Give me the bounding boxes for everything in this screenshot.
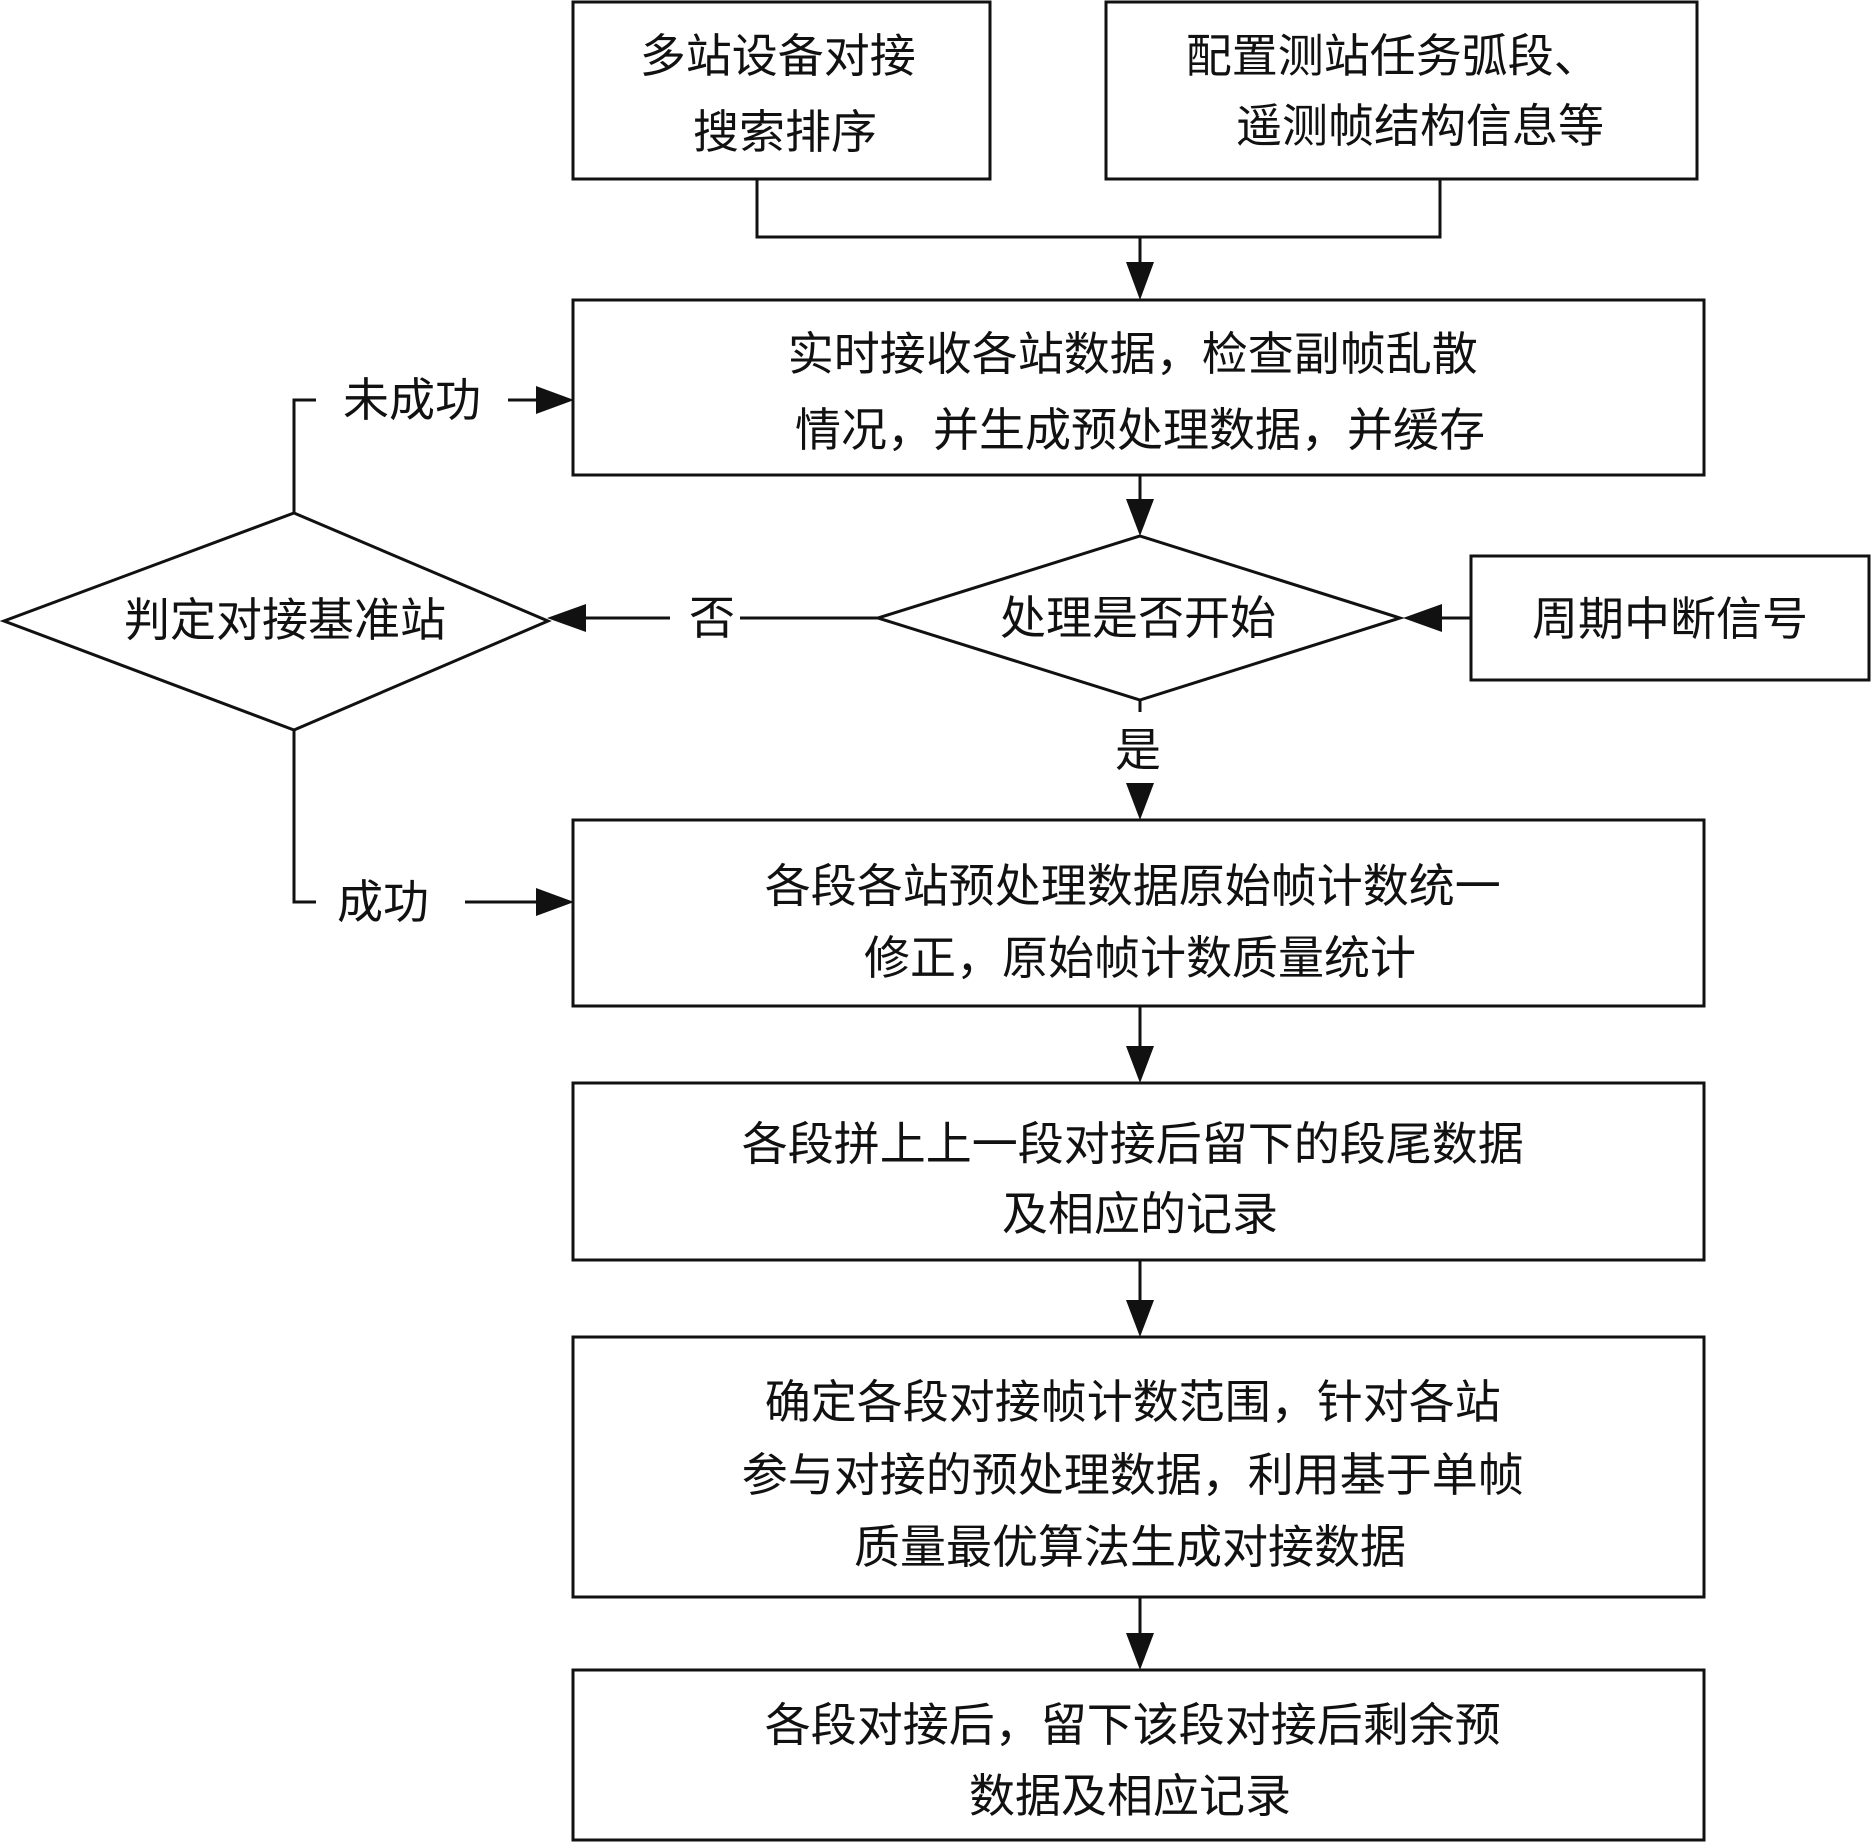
node-config-info-box xyxy=(1104,0,1699,181)
arrowhead-range xyxy=(1126,1300,1154,1337)
arrowhead-splice xyxy=(1126,1046,1154,1083)
node-determine-range-line-2: 参与对接的预处理数据，利用基于单帧 xyxy=(742,1448,1524,1502)
node-processing-start-diamond xyxy=(872,534,1405,702)
connector-success-path xyxy=(292,730,316,904)
connector-sort-to-merge xyxy=(755,180,1442,239)
node-determine-range-text: 确定各段对接帧计数范围，针对各站 参与对接的预处理数据，利用基于单帧 质量最优算… xyxy=(742,1375,1539,1574)
node-splice-tail-line-1: 各段拼上上一段对接后留下的段尾数据 xyxy=(742,1117,1524,1171)
node-judge-station: 判定对接基准站 xyxy=(0,511,552,732)
node-frame-count-correction: 各段各站预处理数据原始帧计数统一 修正，原始帧计数质量统计 xyxy=(571,818,1706,1008)
node-periodic-interrupt: 周期中断信号 xyxy=(1469,554,1871,682)
node-config-info: 配置测站任务弧段、 遥测帧结构信息等 xyxy=(1104,0,1699,181)
node-periodic-interrupt-text: 周期中断信号 xyxy=(1532,592,1808,646)
node-remaining-data-text: 各段对接后，留下该段对接后剩余预 数据及相应记录 xyxy=(765,1698,1516,1823)
node-judge-station-diamond xyxy=(0,511,552,732)
node-determine-range: 确定各段对接帧计数范围，针对各站 参与对接的预处理数据，利用基于单帧 质量最优算… xyxy=(571,1335,1706,1599)
node-realtime-receive-line-2: 情况，并生成预处理数据，并缓存 xyxy=(795,403,1485,457)
node-splice-tail-line-2: 及相应的记录 xyxy=(1002,1187,1278,1241)
node-remaining-data-box xyxy=(571,1668,1706,1842)
arrowheads xyxy=(536,262,1442,1670)
edge-label-success: 成功 xyxy=(337,875,429,929)
node-multi-station-sort-line-2: 搜索排序 xyxy=(693,105,877,159)
node-determine-range-box xyxy=(571,1335,1706,1599)
node-realtime-receive: 实时接收各站数据，检查副帧乱散 情况，并生成预处理数据，并缓存 xyxy=(571,298,1706,477)
node-judge-station-line-1: 判定对接基准站 xyxy=(124,593,446,647)
node-periodic-interrupt-box xyxy=(1469,554,1871,682)
edge-label-no: 否 xyxy=(689,591,735,645)
arrowhead-receive xyxy=(1126,262,1154,300)
node-config-info-line-1: 配置测站任务弧段、 xyxy=(1186,29,1600,83)
arrowhead-judge xyxy=(547,604,586,632)
arrowhead-interrupt xyxy=(1403,604,1442,632)
node-realtime-receive-line-1: 实时接收各站数据，检查副帧乱散 xyxy=(788,327,1478,381)
node-splice-tail: 各段拼上上一段对接后留下的段尾数据 及相应的记录 xyxy=(571,1081,1706,1262)
node-periodic-interrupt-line-1: 周期中断信号 xyxy=(1532,592,1808,646)
arrowhead-correction xyxy=(1126,783,1154,820)
node-frame-count-correction-text: 各段各站预处理数据原始帧计数统一 修正，原始帧计数质量统计 xyxy=(765,859,1516,985)
node-frame-count-correction-line-1: 各段各站预处理数据原始帧计数统一 xyxy=(765,859,1501,913)
node-processing-start-line-1: 处理是否开始 xyxy=(1000,591,1276,645)
node-determine-range-line-1: 确定各段对接帧计数范围，针对各站 xyxy=(765,1375,1501,1429)
node-processing-start: 处理是否开始 xyxy=(872,534,1405,702)
node-multi-station-sort-text: 多站设备对接 搜索排序 xyxy=(640,29,931,159)
node-frame-count-correction-box xyxy=(571,818,1706,1008)
node-determine-range-line-3: 质量最优算法生成对接数据 xyxy=(854,1520,1406,1574)
connectors xyxy=(292,180,1471,1635)
node-judge-station-text: 判定对接基准站 xyxy=(124,593,446,647)
edge-label-fail: 未成功 xyxy=(343,373,481,427)
node-remaining-data-line-1: 各段对接后，留下该段对接后剩余预 xyxy=(765,1698,1501,1752)
node-remaining-data-line-2: 数据及相应记录 xyxy=(969,1769,1291,1823)
node-multi-station-sort-line-1: 多站设备对接 xyxy=(640,29,916,83)
node-frame-count-correction-line-2: 修正，原始帧计数质量统计 xyxy=(864,931,1416,985)
node-realtime-receive-text: 实时接收各站数据，检查副帧乱散 情况，并生成预处理数据，并缓存 xyxy=(788,327,1493,457)
arrowhead-fail xyxy=(536,386,574,414)
node-splice-tail-box xyxy=(571,1081,1706,1262)
arrowhead-decision xyxy=(1126,499,1154,536)
edge-label-yes: 是 xyxy=(1115,723,1161,777)
node-splice-tail-text: 各段拼上上一段对接后留下的段尾数据 及相应的记录 xyxy=(742,1117,1539,1241)
node-multi-station-sort: 多站设备对接 搜索排序 xyxy=(571,0,992,181)
node-config-info-line-2: 遥测帧结构信息等 xyxy=(1236,99,1604,153)
arrowhead-success xyxy=(536,888,574,916)
arrowhead-remaining xyxy=(1126,1633,1154,1670)
node-config-info-text: 配置测站任务弧段、 遥测帧结构信息等 xyxy=(1186,29,1615,153)
node-realtime-receive-box xyxy=(571,298,1706,477)
connector-fail-path xyxy=(292,398,316,513)
node-processing-start-text: 处理是否开始 xyxy=(1000,591,1276,645)
node-remaining-data: 各段对接后，留下该段对接后剩余预 数据及相应记录 xyxy=(571,1668,1706,1842)
node-multi-station-sort-box xyxy=(571,0,992,181)
